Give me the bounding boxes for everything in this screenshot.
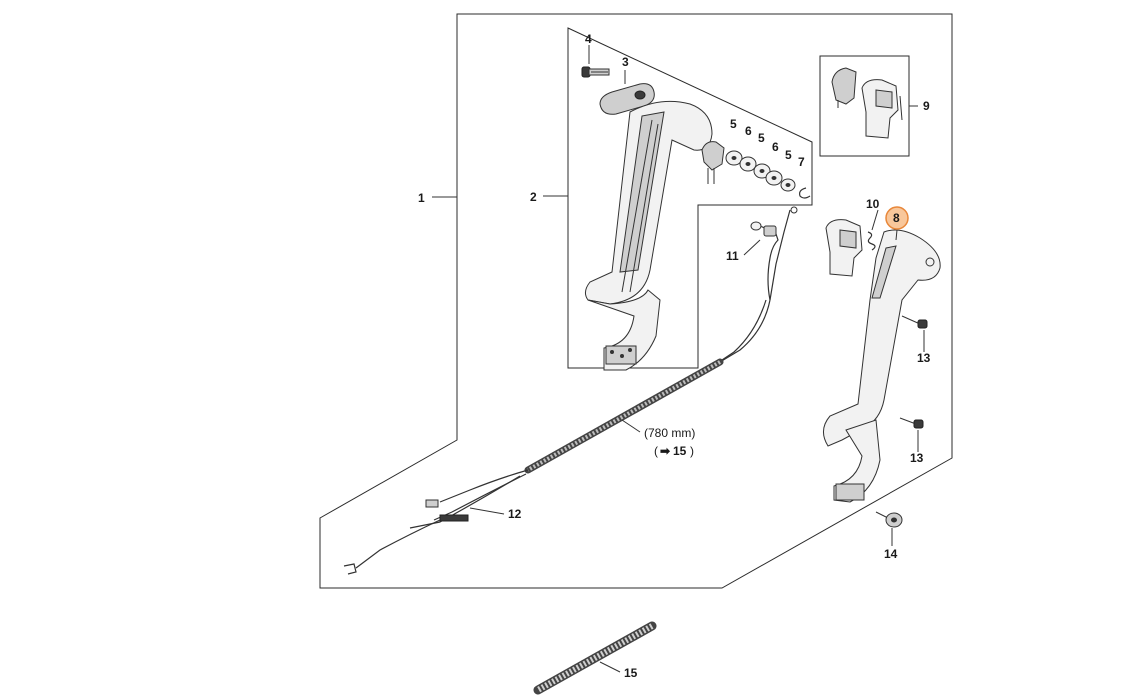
callout-4: 4 [585, 32, 592, 46]
leader-lines [432, 45, 925, 673]
trigger-assembly-part-9 [831, 67, 903, 139]
assembly-frame-1 [319, 13, 953, 589]
callout-3: 3 [622, 55, 629, 69]
assembly-frame-2 [567, 27, 813, 369]
callout-5a: 5 [730, 117, 737, 131]
cable-assembly-part-12 [343, 299, 771, 575]
screw-part-14 [875, 511, 903, 528]
handle-part-8 [823, 229, 941, 503]
wire-part-11 [750, 206, 798, 301]
cable-ref-close: ) [690, 444, 694, 458]
screw-part-13-lower [899, 417, 924, 429]
callout-6b: 6 [772, 140, 779, 154]
callout-1: 1 [418, 191, 425, 205]
callout-9: 9 [923, 99, 930, 113]
callout-12: 12 [508, 507, 522, 521]
callout-8[interactable]: 8 [893, 211, 900, 225]
callout-7: 7 [798, 155, 805, 169]
control-handle-part-2 [584, 100, 713, 371]
cable-length-label: (780 mm) [644, 426, 695, 440]
cable-ref-arrow: ➡ [660, 444, 671, 458]
callout-8-highlight[interactable]: 8 [885, 206, 909, 230]
switch-assembly [825, 219, 876, 277]
callout-10: 10 [866, 197, 880, 211]
callout-13a: 13 [917, 351, 931, 365]
screw-part-4 [581, 66, 610, 78]
callout-5b: 5 [758, 131, 765, 145]
screw-part-13-upper [901, 315, 928, 329]
callout-2: 2 [530, 190, 537, 204]
callout-11: 11 [726, 249, 739, 263]
callout-6a: 6 [745, 124, 752, 138]
callout-13b: 13 [910, 451, 924, 465]
cable-sleeve-part-15 [533, 621, 657, 695]
callout-5c: 5 [785, 148, 792, 162]
cable-ref-target: 15 [673, 444, 687, 458]
cable-ref-open: ( [654, 444, 658, 458]
callout-14: 14 [884, 547, 898, 561]
callout-15: 15 [624, 666, 638, 680]
trigger-part [701, 141, 725, 184]
washer-stack [725, 150, 811, 199]
